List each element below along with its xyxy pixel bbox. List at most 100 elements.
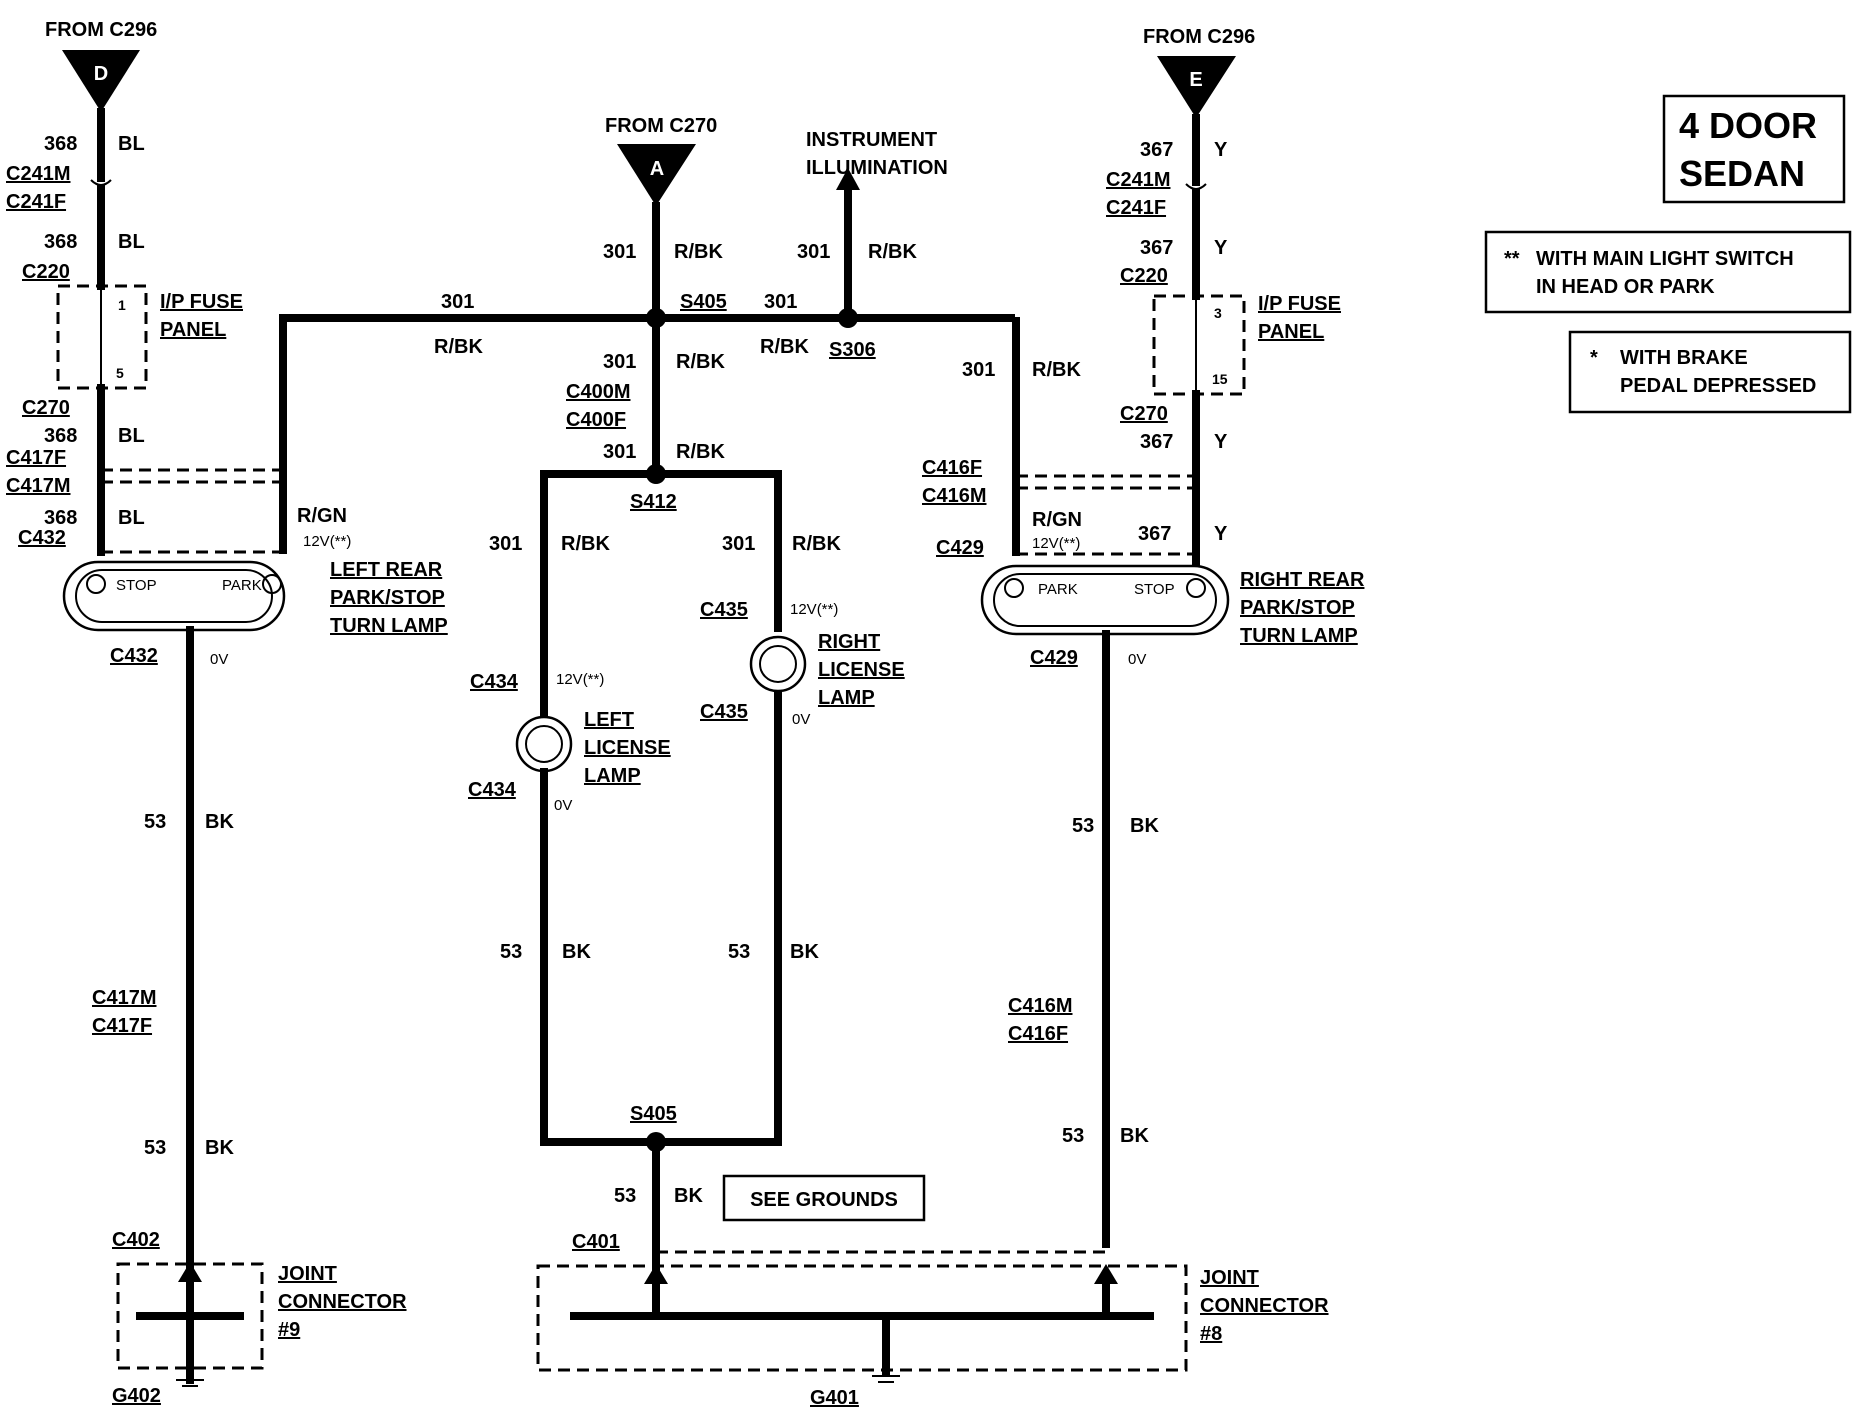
connector-label: C434 — [468, 779, 517, 801]
wire-color: BL — [118, 133, 145, 155]
lamp-stop-label: STOP — [1134, 581, 1175, 598]
title-line-1: 4 DOOR — [1679, 105, 1817, 146]
lamp-label-1: LEFT — [584, 709, 634, 731]
right-license-lamp-circuit: 301 R/BK C435 12V(**) RIGHT LICENSE LAMP… — [700, 533, 905, 963]
fuse-panel-box — [1152, 294, 1246, 396]
wire-number: 367 — [1140, 237, 1173, 259]
source-letter: E — [1189, 69, 1202, 91]
source-triangle — [617, 144, 696, 206]
joint-label-3: #9 — [278, 1319, 300, 1341]
wire-color: BK — [562, 941, 591, 963]
splice-dot — [646, 464, 666, 484]
connector-label: C416M — [1008, 995, 1072, 1017]
voltage-label: 0V — [210, 651, 228, 668]
lamp-stop-label: STOP — [116, 577, 157, 594]
wire-number: 368 — [44, 425, 77, 447]
fuse-label-2: PANEL — [1258, 321, 1324, 343]
wire-color: BK — [205, 1137, 234, 1159]
see-grounds-label: SEE GROUNDS — [750, 1189, 898, 1211]
connector-label: C416F — [1008, 1023, 1068, 1045]
connector-label: C417M — [92, 987, 156, 1009]
wire-number: 53 — [144, 811, 166, 833]
wire-number: 301 — [962, 359, 995, 381]
fuse-label-2: PANEL — [160, 319, 226, 341]
wire-number: 53 — [614, 1185, 636, 1207]
splice-dot — [646, 308, 666, 328]
lamp-label-3: LAMP — [818, 687, 875, 709]
lamp-label-3: LAMP — [584, 765, 641, 787]
note-mark: * — [1590, 347, 1598, 369]
wire-color: BL — [118, 507, 145, 529]
lamp-label-1: RIGHT — [818, 631, 880, 653]
lamp-label-1: LEFT REAR — [330, 559, 443, 581]
wire-number: 367 — [1140, 139, 1173, 161]
fuse-pin-out: 5 — [116, 365, 124, 381]
joint-label-1: JOINT — [278, 1263, 337, 1285]
connector-label: C241F — [1106, 197, 1166, 219]
wire-color: R/GN — [1032, 509, 1082, 531]
note-main-light-switch: ** WITH MAIN LIGHT SWITCH IN HEAD OR PAR… — [1484, 230, 1852, 314]
wire-color: BK — [1120, 1125, 1149, 1147]
connector-label: C270 — [22, 397, 70, 419]
connector-label: C417F — [6, 447, 66, 469]
connector-label: C417M — [6, 475, 70, 497]
fuse-pin-out: 15 — [1212, 371, 1228, 387]
note-line-2: PEDAL DEPRESSED — [1620, 375, 1816, 397]
wire-color: R/BK — [868, 241, 917, 263]
connector-label: C241F — [6, 191, 66, 213]
lamp-label-2: LICENSE — [584, 737, 671, 759]
wire-number: 53 — [1072, 815, 1094, 837]
wire-color: BL — [118, 231, 145, 253]
title-line-2: SEDAN — [1679, 153, 1805, 194]
instrument-label-2: ILLUMINATION — [806, 157, 948, 179]
connector-label: C417F — [92, 1015, 152, 1037]
fuse-label-1: I/P FUSE — [1258, 293, 1341, 315]
voltage-label: 12V(**) — [303, 533, 351, 550]
connector-label: C241M — [1106, 169, 1170, 191]
source-from-label: FROM C270 — [605, 115, 717, 137]
wire-color: Y — [1214, 139, 1228, 161]
wire-color: R/BK — [676, 441, 725, 463]
wire-number: 368 — [44, 133, 77, 155]
fuse-pin-in: 3 — [1214, 305, 1222, 321]
wire-color: R/BK — [676, 351, 725, 373]
joint-label-1: JOINT — [1200, 1267, 1259, 1289]
wire-number: 368 — [44, 231, 77, 253]
wire-number: 301 — [764, 291, 797, 313]
lamp-label-2: PARK/STOP — [330, 587, 445, 609]
joint-connector-8: JOINT CONNECTOR #8 G401 — [536, 1264, 1329, 1408]
title-box: 4 DOOR SEDAN — [1662, 94, 1846, 204]
wire-color: R/BK — [561, 533, 610, 555]
source-letter: A — [650, 158, 664, 180]
wire-number: 53 — [500, 941, 522, 963]
connector-label: C429 — [936, 537, 984, 559]
wire-number: 301 — [722, 533, 755, 555]
connector-label: C402 — [112, 1229, 160, 1251]
instrument-label-1: INSTRUMENT — [806, 129, 937, 151]
see-grounds-box — [722, 1174, 926, 1222]
wire-color: R/BK — [1032, 359, 1081, 381]
source-d: FROM C296 D — [45, 19, 157, 112]
connector-label: C432 — [110, 645, 158, 667]
ground-label: G402 — [112, 1385, 161, 1407]
note-line-1: WITH BRAKE — [1620, 347, 1748, 369]
wire-color: BK — [1130, 815, 1159, 837]
joint-label-2: CONNECTOR — [1200, 1295, 1329, 1317]
source-e: FROM C296 E — [1143, 26, 1255, 118]
note-brake-pedal: * WITH BRAKE PEDAL DEPRESSED — [1568, 330, 1852, 414]
joint-label-3: #8 — [1200, 1323, 1222, 1345]
wire-number: 301 — [441, 291, 474, 313]
wire-color: BK — [674, 1185, 703, 1207]
splice-label: S306 — [829, 339, 876, 361]
wire-number: 53 — [1062, 1125, 1084, 1147]
joint-connector-9: JOINT CONNECTOR #9 G402 — [112, 1262, 407, 1407]
right-rear-circuit: 301 R/BK C416F C416M R/GN 12V(**) C429 3… — [922, 114, 1365, 1256]
note-mark: ** — [1504, 248, 1520, 270]
ground-label: G401 — [810, 1387, 859, 1408]
wire-color: Y — [1214, 431, 1228, 453]
voltage-label: 12V(**) — [1032, 535, 1080, 552]
right-rear-lamp: PARK STOP RIGHT REAR PARK/STOP TURN LAMP — [980, 564, 1365, 647]
connector-label: C270 — [1120, 403, 1168, 425]
wire-number: 367 — [1140, 431, 1173, 453]
voltage-label: 0V — [554, 797, 572, 814]
